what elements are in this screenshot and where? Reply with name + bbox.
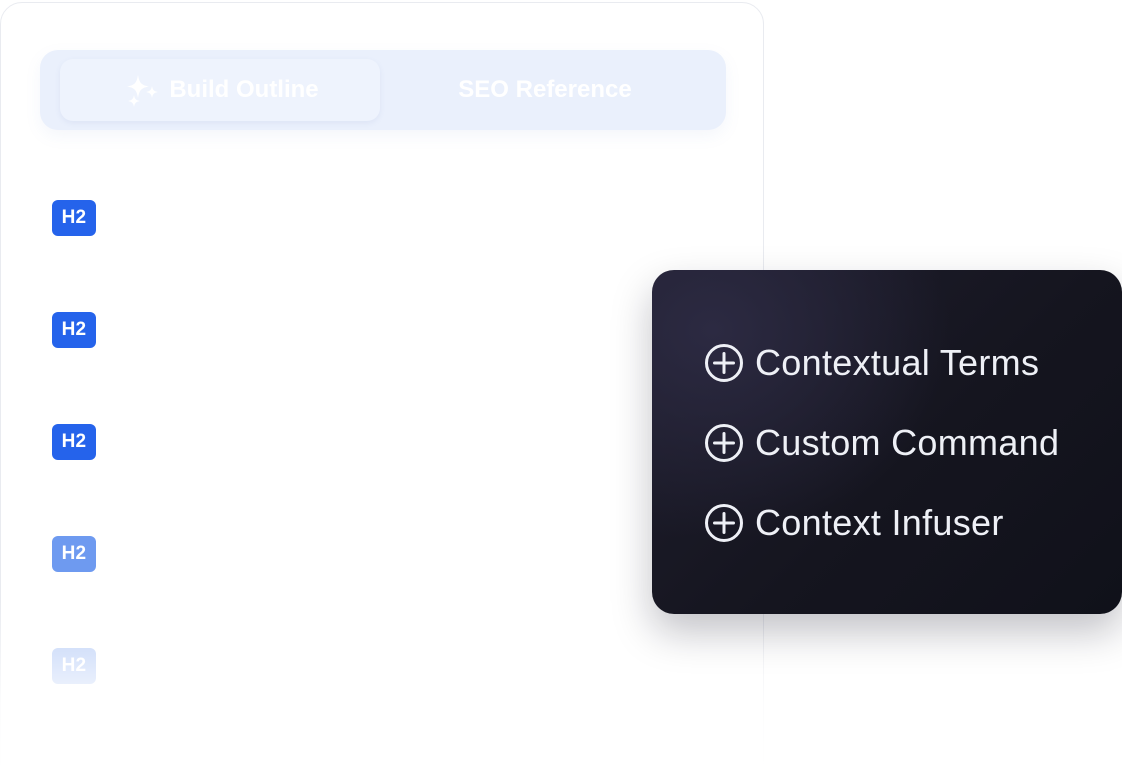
- menu-item-contextual-terms[interactable]: Contextual Terms: [704, 341, 1039, 385]
- outline-row: H2: [52, 424, 652, 460]
- menu-item-label: Contextual Terms: [755, 342, 1040, 383]
- tab-seo-reference[interactable]: SEO Reference: [385, 59, 705, 121]
- menu-item-label: Context Infuser: [755, 502, 1004, 543]
- h2-badge: H2: [52, 312, 96, 348]
- plus-circle-icon: [705, 424, 743, 462]
- h2-badge: H2: [52, 200, 96, 236]
- outline-row: H2: [52, 312, 652, 348]
- h2-badge: H2: [52, 424, 96, 460]
- outline-row: H2: [52, 648, 652, 684]
- tab-build-outline-label: Build Outline: [169, 76, 319, 103]
- menu-item-context-infuser[interactable]: Context Infuser: [704, 501, 1004, 545]
- menu-item-custom-command[interactable]: Custom Command: [704, 421, 1059, 465]
- plus-circle-icon: [705, 504, 743, 542]
- tab-seo-reference-label: SEO Reference: [458, 76, 632, 103]
- tab-switcher: Build Outline SEO Reference: [40, 50, 726, 130]
- h2-badge: H2: [52, 536, 96, 572]
- outline-row: H2: [52, 536, 652, 572]
- sparkle-icon: [127, 75, 159, 107]
- h2-badge: H2: [52, 648, 96, 684]
- tab-build-outline[interactable]: Build Outline: [60, 59, 380, 121]
- menu-item-label: Custom Command: [755, 422, 1060, 463]
- outline-row: H2: [52, 200, 652, 236]
- insert-menu: Contextual Terms Custom Command Context …: [652, 270, 1122, 614]
- plus-circle-icon: [705, 344, 743, 382]
